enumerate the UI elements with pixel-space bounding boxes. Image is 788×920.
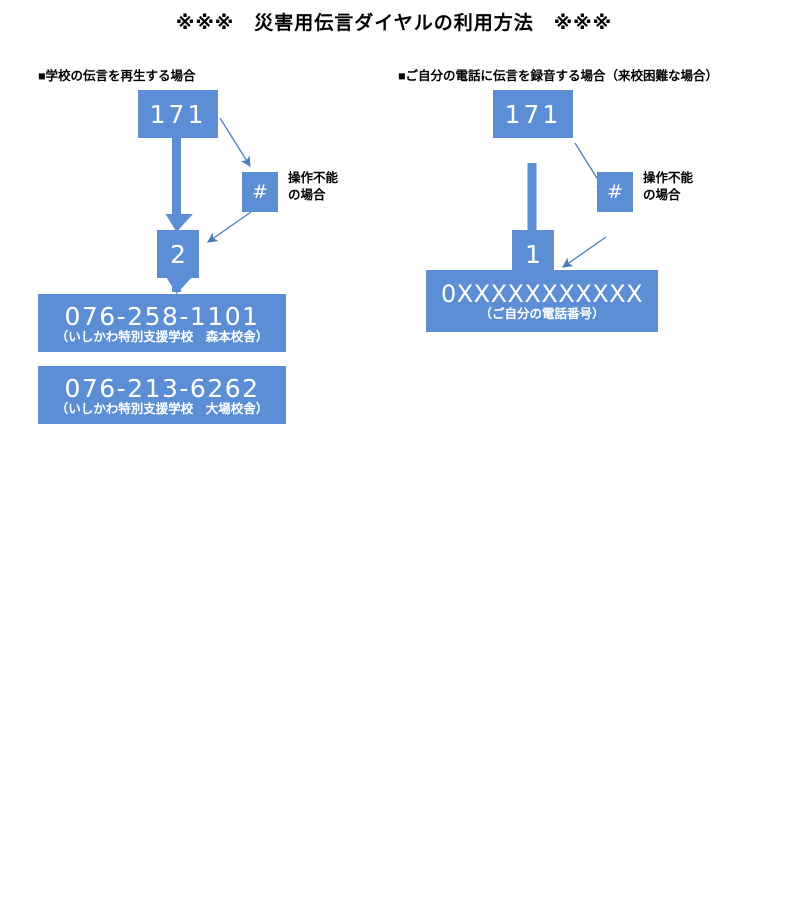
arrow-layer-record: [520, 142, 607, 295]
node-hash-key-record-label: #: [607, 180, 623, 203]
phone-number-own: 0XXXXXXXXXXX: [440, 280, 644, 309]
annotation-operation-unavailable: 操作不能 の場合: [288, 170, 338, 204]
phone-caption-oba: （いしかわ特別支援学校 大場校舎）: [55, 401, 269, 416]
annotation-record-line-1: 操作不能: [643, 171, 694, 185]
flow-section-playback: ■学校の伝言を再生する場合: [38, 68, 378, 430]
phone-number-oba: 076-213-6262: [64, 373, 260, 403]
node-step-playback[interactable]: 2: [157, 230, 199, 278]
node-step-record-label: 1: [525, 239, 541, 269]
phone-plate-own-number[interactable]: 0XXXXXXXXXXX （ご自分の電話番号）: [426, 270, 658, 332]
phone-number-morimoto: 076-258-1101: [64, 301, 260, 331]
annotation-line-1: 操作不能: [288, 171, 339, 185]
node-dial-171-label: 171: [149, 99, 207, 129]
annotation-record-line-2: の場合: [643, 188, 681, 202]
node-dial-171-record[interactable]: 171: [493, 90, 573, 138]
section-heading-playback: ■学校の伝言を再生する場合: [38, 69, 196, 83]
arrow-dial-to-step: [165, 138, 193, 232]
annotation-operation-unavailable-record: 操作不能 の場合: [643, 170, 693, 204]
node-hash-key-label: #: [252, 180, 268, 203]
phone-caption-morimoto: （いしかわ特別支援学校 森本校舎）: [55, 329, 269, 344]
flowchart-playback: 171 # 2 操作不能 の場合 076-258-1101 （いしかわ特別支援学…: [38, 90, 378, 430]
annotation-line-2: の場合: [288, 188, 326, 202]
section-heading-record: ■ご自分の電話に伝言を録音する場合（来校困難な場合）: [398, 69, 719, 83]
page-title: ※※※ 災害用伝言ダイヤルの利用方法 ※※※: [175, 13, 613, 34]
phone-caption-own: （ご自分の電話番号）: [479, 307, 605, 322]
phone-plate-morimoto[interactable]: 076-258-1101 （いしかわ特別支援学校 森本校舎）: [38, 294, 286, 352]
arrow-step-to-phone: [172, 278, 181, 292]
flow-section-record: ■ご自分の電話に伝言を録音する場合（来校困難な場合）: [398, 68, 758, 380]
arrow-hash-to-step: [206, 211, 252, 243]
flowchart-record: 171 # 1 操作不能 の場合 0XXXXXXXXXXX （ご自分の電話番号）: [398, 90, 738, 380]
node-dial-171-record-label: 171: [504, 99, 562, 129]
phone-plate-oba[interactable]: 076-213-6262 （いしかわ特別支援学校 大場校舎）: [38, 366, 286, 424]
node-dial-171[interactable]: 171: [138, 90, 218, 138]
arrow-hash-to-step-record: [561, 236, 607, 268]
node-step-playback-label: 2: [170, 239, 186, 269]
node-hash-key[interactable]: #: [242, 172, 278, 212]
node-hash-key-record[interactable]: #: [597, 172, 633, 212]
arrow-dial-to-hash: [219, 117, 251, 168]
